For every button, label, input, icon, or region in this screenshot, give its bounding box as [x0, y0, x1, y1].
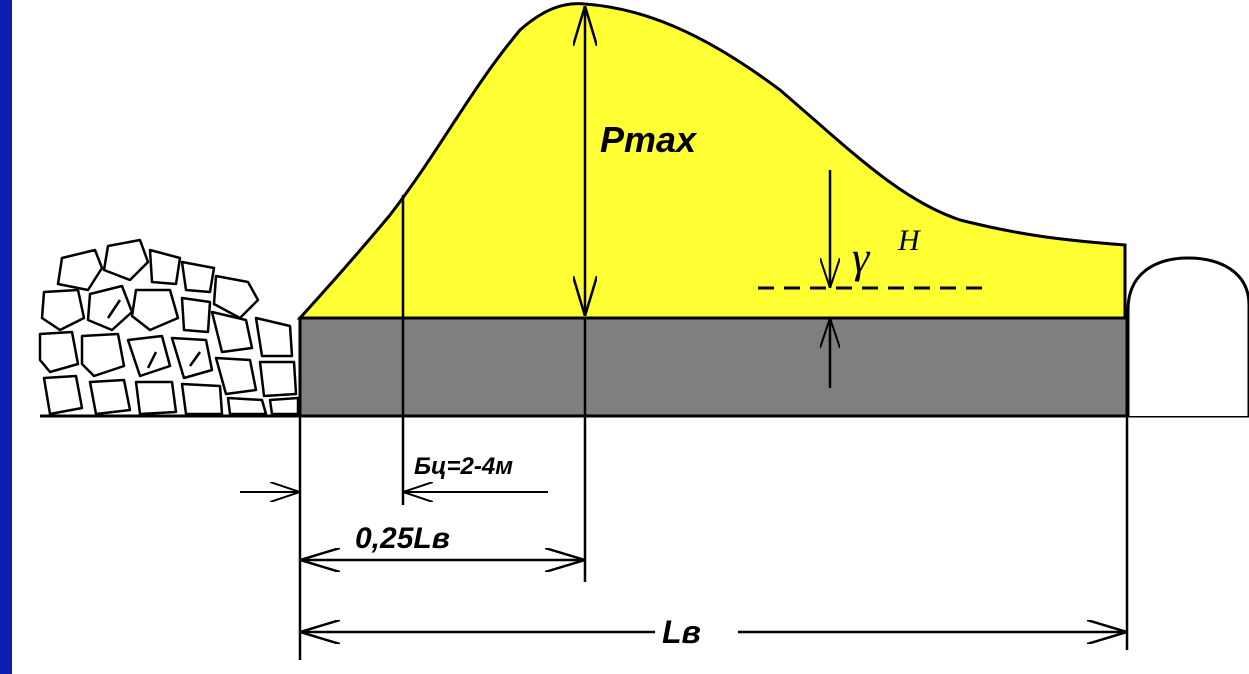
gamma-symbol: γ — [852, 233, 871, 282]
tunnel-outline — [1126, 256, 1249, 416]
rock-pile — [38, 238, 300, 416]
length-label: Lв — [662, 614, 701, 650]
bc-label: Бц=2-4м — [414, 453, 513, 480]
h-label: H — [897, 224, 922, 257]
quarter-length-label: 0,25Lв — [355, 522, 450, 555]
pressure-curve — [296, 2, 1127, 320]
pmax-label: Pmax — [600, 119, 698, 160]
support-slab — [298, 316, 1129, 418]
side-bar — [0, 0, 12, 674]
